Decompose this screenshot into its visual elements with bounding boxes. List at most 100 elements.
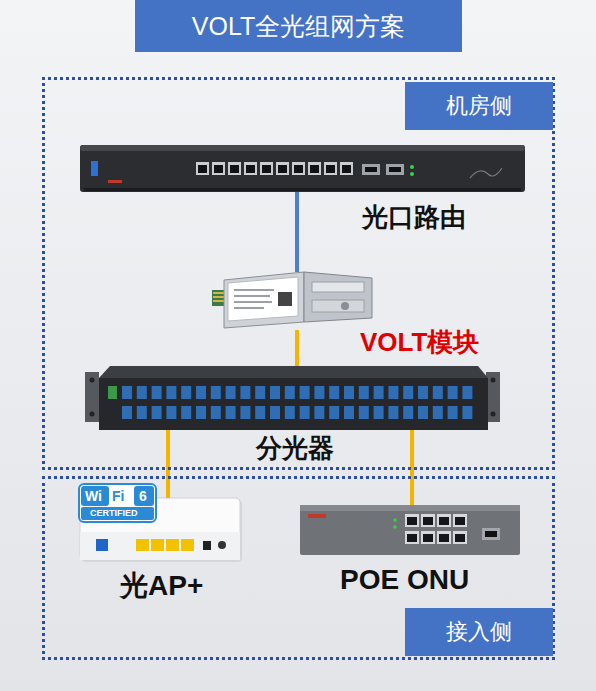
sc-adapter bbox=[448, 406, 458, 419]
sc-adapter bbox=[196, 406, 206, 419]
sc-adapter bbox=[211, 406, 221, 419]
sc-adapter bbox=[462, 406, 472, 419]
sc-adapter bbox=[462, 386, 472, 399]
router-illustration-part bbox=[84, 188, 521, 191]
router-illustration bbox=[80, 145, 525, 192]
device-label: 光AP+ bbox=[120, 571, 203, 602]
optical-ap-illustration-part-part bbox=[136, 539, 149, 551]
optical-ap-illustration-part-part bbox=[181, 539, 194, 551]
router-illustration-part-part bbox=[294, 165, 303, 173]
fiber-connector bbox=[295, 330, 299, 366]
wifi6-logo bbox=[79, 484, 156, 522]
router-illustration-part-part bbox=[260, 162, 273, 175]
sc-adapter bbox=[152, 406, 162, 419]
poe-onu-illustration-part-part bbox=[405, 531, 419, 544]
router-illustration-part-part bbox=[198, 165, 207, 173]
splitter-illustration-part bbox=[486, 372, 500, 422]
router-illustration-part-part bbox=[212, 162, 225, 175]
volt-module-illustration-part bbox=[278, 292, 292, 306]
volt-module-illustration-part bbox=[228, 277, 298, 321]
sc-adapter bbox=[388, 406, 398, 419]
router-illustration-part bbox=[410, 172, 414, 176]
sc-adapter bbox=[403, 406, 413, 419]
splitter-illustration-part bbox=[85, 372, 99, 422]
sc-adapter bbox=[166, 406, 176, 419]
poe-onu-illustration-part bbox=[308, 514, 326, 518]
region-panel: 接入侧 光AP+ POE ONU bbox=[42, 476, 555, 660]
sc-adapter bbox=[152, 386, 162, 399]
optical-ap-illustration-part bbox=[96, 539, 108, 551]
poe-onu-illustration-part bbox=[485, 531, 497, 537]
poe-onu-illustration-part bbox=[300, 505, 520, 555]
volt-module-illustration-part-part bbox=[234, 301, 272, 303]
router-illustration-part bbox=[410, 165, 414, 169]
sc-adapter bbox=[374, 386, 384, 399]
module-node: VOLT模块 bbox=[210, 272, 375, 330]
poe-onu-illustration-part-part bbox=[453, 531, 467, 544]
sc-adapter bbox=[374, 406, 384, 419]
volt-module-illustration bbox=[212, 272, 372, 328]
router-illustration-part bbox=[198, 165, 351, 173]
poe-onu-illustration bbox=[300, 505, 520, 555]
logo-text: Fi bbox=[112, 489, 124, 503]
poe-onu-illustration-part-part bbox=[421, 531, 435, 544]
volt-module-illustration-part bbox=[224, 272, 304, 328]
poe-onu-illustration-part bbox=[482, 528, 500, 540]
sc-adapter bbox=[122, 386, 132, 399]
sc-adapter bbox=[196, 386, 206, 399]
fiber-connector bbox=[166, 430, 170, 498]
volt-module-illustration-part-part bbox=[234, 289, 274, 291]
sc-adapter bbox=[300, 406, 310, 419]
sc-adapter bbox=[300, 386, 310, 399]
poe-onu-illustration-part-part bbox=[405, 514, 419, 527]
router-illustration-part-part bbox=[276, 162, 289, 175]
poe-onu-illustration-part bbox=[393, 525, 397, 529]
sc-adapter bbox=[226, 386, 236, 399]
volt-module-illustration-part bbox=[312, 282, 364, 292]
router-illustration-part-part bbox=[324, 162, 337, 175]
device-label: 分光器 bbox=[256, 434, 334, 463]
sc-adapter bbox=[388, 386, 398, 399]
wifi6-logo-part bbox=[79, 484, 156, 522]
volt-module-illustration-part bbox=[341, 302, 349, 310]
splitter-illustration-part bbox=[90, 412, 95, 417]
router-illustration-part-part bbox=[308, 162, 321, 175]
router-illustration-part-part bbox=[326, 165, 335, 173]
router-illustration-part-part bbox=[230, 165, 239, 173]
sc-adapter bbox=[359, 406, 369, 419]
wifi6-logo-part bbox=[81, 486, 109, 506]
poe-onu-illustration-part-part bbox=[423, 534, 433, 542]
device-label: POE ONU bbox=[340, 565, 469, 596]
poe-onu-illustration-part-part bbox=[439, 517, 449, 525]
router-illustration-part bbox=[196, 162, 353, 175]
sc-adapter bbox=[137, 406, 147, 419]
router-illustration-part bbox=[362, 164, 380, 175]
optical-ap-illustration-part bbox=[80, 498, 240, 560]
optical-ap-illustration-part bbox=[203, 541, 211, 550]
poe-onu-illustration-part-part bbox=[439, 534, 449, 542]
splitter-illustration-part bbox=[90, 378, 95, 383]
poe-onu-illustration-part-part bbox=[455, 517, 465, 525]
router-illustration-part-part bbox=[292, 162, 305, 175]
router-illustration-part bbox=[80, 145, 525, 151]
region-tab: 机房侧 bbox=[405, 82, 553, 130]
fiber-connector bbox=[295, 192, 299, 272]
poe-onu-illustration-part-part bbox=[421, 514, 435, 527]
router-illustration-part-part bbox=[340, 162, 353, 175]
onu-node: POE ONU bbox=[300, 505, 520, 555]
sc-adapter bbox=[418, 406, 428, 419]
region-tab: 接入侧 bbox=[405, 608, 553, 656]
router-illustration-part-part bbox=[214, 165, 223, 173]
splitter-illustration-part bbox=[99, 378, 488, 430]
sc-adapter bbox=[359, 386, 369, 399]
sc-adapter bbox=[344, 386, 354, 399]
logo-text: Wi bbox=[85, 489, 102, 503]
router-illustration-part-part bbox=[228, 162, 241, 175]
splitter-illustration-part bbox=[122, 386, 472, 419]
device-label: VOLT模块 bbox=[360, 328, 479, 357]
router-illustration-part-part bbox=[278, 165, 287, 173]
router-illustration-part bbox=[386, 164, 404, 175]
poe-onu-illustration-part bbox=[407, 517, 465, 542]
